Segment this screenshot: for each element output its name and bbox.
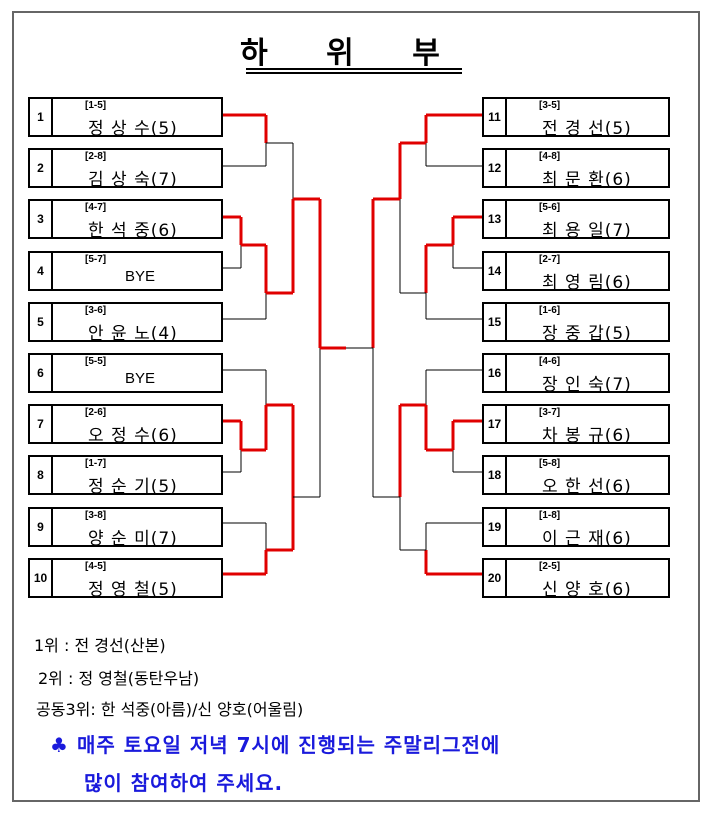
player-name: 최 영 림(6)	[542, 273, 632, 293]
player-number: 19	[484, 509, 507, 545]
player-number: 7	[30, 406, 53, 442]
result-first: 1위 : 전 경선(산본)	[34, 636, 166, 655]
player-box: 13 [5-6] 최 용 일(7)	[482, 199, 670, 241]
player-box: 14 [2-7] 최 영 림(6)	[482, 251, 670, 293]
player-box: 15 [1-6] 장 중 갑(5)	[482, 302, 670, 344]
result-third: 공동3위: 한 석중(아름)/신 양호(어울림)	[36, 700, 304, 719]
player-number: 2	[30, 150, 53, 186]
player-seed: [3-5]	[539, 100, 561, 111]
player-name: 오 정 수(6)	[88, 426, 178, 446]
player-seed: [4-7]	[85, 202, 107, 213]
club-icon: ♣	[50, 733, 69, 757]
page-title: 하 위 부	[240, 36, 464, 71]
player-number: 18	[484, 457, 507, 493]
player-box: 20 [2-5] 신 양 호(6)	[482, 558, 670, 600]
player-number: 5	[30, 304, 53, 340]
result-second: 2위 : 정 영철(동탄우남)	[38, 669, 200, 688]
player-name: 정 영 철(5)	[88, 580, 178, 600]
player-number: 13	[484, 201, 507, 237]
player-name: 장 중 갑(5)	[542, 324, 632, 344]
player-name: 정 순 기(5)	[88, 477, 178, 497]
player-name: 김 상 숙(7)	[88, 170, 178, 190]
player-box: 3 [4-7] 한 석 중(6)	[28, 199, 223, 241]
player-box: 1 [1-5] 정 상 수(5)	[28, 97, 223, 139]
player-seed: [2-6]	[85, 407, 107, 418]
notice-line-1: ♣ 매주 토요일 저녁 7시에 진행되는 주말리그전에	[50, 729, 500, 758]
player-number: 20	[484, 560, 507, 596]
player-seed: [2-7]	[539, 254, 561, 265]
player-box: 6 [5-5] BYE	[28, 353, 223, 393]
player-box: 10 [4-5] 정 영 철(5)	[28, 558, 223, 600]
player-name: 오 한 선(6)	[542, 477, 632, 497]
player-seed: [2-5]	[539, 561, 561, 572]
player-seed: [1-6]	[539, 305, 561, 316]
title-underline	[246, 68, 462, 70]
player-number: 9	[30, 509, 53, 545]
player-seed: [1-7]	[85, 458, 107, 469]
player-box: 19 [1-8] 이 근 재(6)	[482, 507, 670, 549]
player-seed: [3-8]	[85, 510, 107, 521]
player-seed: [3-6]	[85, 305, 107, 316]
player-box: 5 [3-6] 안 윤 노(4)	[28, 302, 223, 344]
player-number: 8	[30, 457, 53, 493]
player-box: 4 [5-7] BYE	[28, 251, 223, 291]
player-seed: [5-6]	[539, 202, 561, 213]
player-box: 8 [1-7] 정 순 기(5)	[28, 455, 223, 497]
player-seed: [4-5]	[85, 561, 107, 572]
player-name: 전 경 선(5)	[542, 119, 632, 139]
player-name: 안 윤 노(4)	[88, 324, 178, 344]
player-number: 16	[484, 355, 507, 391]
player-number: 17	[484, 406, 507, 442]
player-name: 최 문 환(6)	[542, 170, 632, 190]
player-seed: [5-8]	[539, 458, 561, 469]
player-box: 9 [3-8] 양 순 미(7)	[28, 507, 223, 549]
player-box: 2 [2-8] 김 상 숙(7)	[28, 148, 223, 190]
player-seed: [4-8]	[539, 151, 561, 162]
player-box: 7 [2-6] 오 정 수(6)	[28, 404, 223, 446]
player-number: 4	[30, 253, 53, 289]
player-name: 한 석 중(6)	[88, 221, 178, 241]
player-seed: [5-7]	[85, 254, 107, 265]
player-number: 12	[484, 150, 507, 186]
player-name: 양 순 미(7)	[88, 529, 178, 549]
player-name: 신 양 호(6)	[542, 580, 632, 600]
player-number: 1	[30, 99, 53, 135]
player-name: BYE	[125, 370, 156, 387]
title-underline-2	[246, 72, 462, 74]
player-number: 10	[30, 560, 53, 596]
player-name: 이 근 재(6)	[542, 529, 632, 549]
player-seed: [5-5]	[85, 356, 107, 367]
player-number: 6	[30, 355, 53, 391]
player-name: 정 상 수(5)	[88, 119, 178, 139]
player-number: 3	[30, 201, 53, 237]
player-name: 차 봉 규(6)	[542, 426, 632, 446]
player-number: 14	[484, 253, 507, 289]
player-seed: [1-5]	[85, 100, 107, 111]
page-frame	[12, 11, 700, 802]
player-box: 18 [5-8] 오 한 선(6)	[482, 455, 670, 497]
notice-line-2: 많이 참여하여 주세요.	[84, 771, 284, 795]
player-seed: [2-8]	[85, 151, 107, 162]
player-seed: [3-7]	[539, 407, 561, 418]
player-box: 11 [3-5] 전 경 선(5)	[482, 97, 670, 139]
player-name: 최 용 일(7)	[542, 221, 632, 241]
player-number: 15	[484, 304, 507, 340]
player-number: 11	[484, 99, 507, 135]
player-name: 장 인 숙(7)	[542, 375, 632, 395]
player-box: 17 [3-7] 차 봉 규(6)	[482, 404, 670, 446]
notice-text-1: 매주 토요일 저녁 7시에 진행되는 주말리그전에	[76, 733, 501, 757]
player-seed: [4-6]	[539, 356, 561, 367]
player-name: BYE	[125, 268, 156, 285]
player-seed: [1-8]	[539, 510, 561, 521]
player-box: 16 [4-6] 장 인 숙(7)	[482, 353, 670, 395]
player-box: 12 [4-8] 최 문 환(6)	[482, 148, 670, 190]
